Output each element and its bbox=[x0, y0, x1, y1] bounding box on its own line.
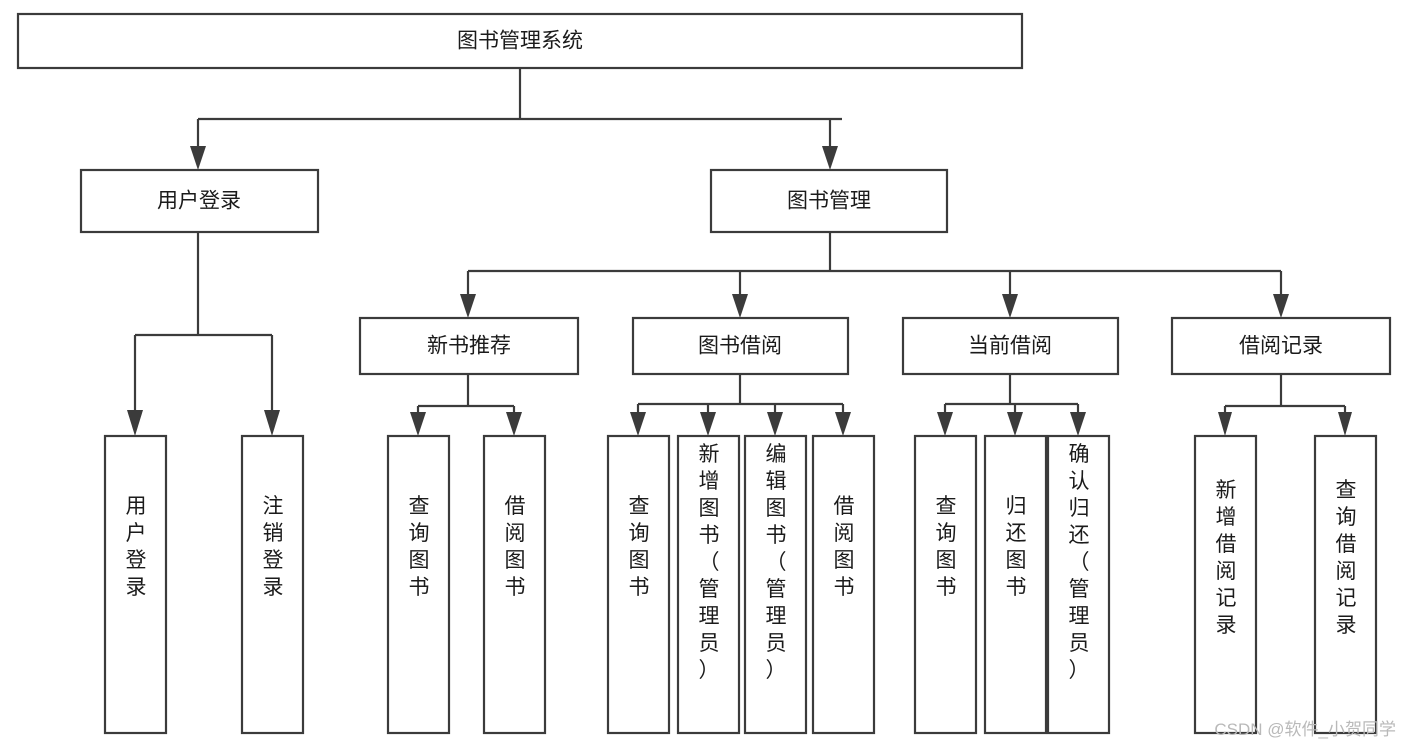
node-new-book-rec-label: 新书推荐 bbox=[427, 335, 511, 358]
connector-group-current-borrow bbox=[937, 374, 1086, 436]
arrow-head-leaf-borrow-book-2 bbox=[835, 412, 851, 436]
node-leaf-query-book-1-box[interactable] bbox=[386, 434, 451, 735]
node-leaf-add-book[interactable]: 新增图书（管理员） bbox=[676, 434, 741, 735]
arrow-head-current-borrow bbox=[1002, 294, 1018, 318]
connector-group-book-manage bbox=[460, 232, 1289, 318]
node-current-borrow-label: 当前借阅 bbox=[968, 335, 1052, 358]
node-leaf-add-book-box[interactable] bbox=[676, 434, 741, 735]
node-leaf-user-logout-box[interactable] bbox=[240, 434, 305, 735]
node-root[interactable]: 图书管理系统 bbox=[16, 12, 1024, 70]
connector-group-book-borrow bbox=[630, 374, 851, 436]
node-leaf-user-login-label: 用户登录 bbox=[126, 495, 147, 599]
node-leaf-edit-book[interactable]: 编辑图书（管理员） bbox=[743, 434, 808, 735]
node-leaf-user-login-box[interactable] bbox=[103, 434, 168, 735]
node-current-borrow[interactable]: 当前借阅 bbox=[901, 316, 1120, 376]
arrow-head-leaf-query-record bbox=[1338, 412, 1352, 436]
node-book-manage-label: 图书管理 bbox=[787, 190, 871, 213]
node-leaf-query-book-3[interactable]: 查询图书 bbox=[913, 434, 978, 735]
node-leaf-confirm-return[interactable]: 确认归还（管理员） bbox=[1046, 434, 1111, 735]
node-book-borrow-box[interactable] bbox=[631, 316, 850, 376]
node-borrow-record-box[interactable] bbox=[1170, 316, 1392, 376]
node-book-borrow-label: 图书借阅 bbox=[698, 335, 782, 358]
arrow-head-new-book-rec bbox=[460, 294, 476, 318]
arrow-head-leaf-add-record bbox=[1218, 412, 1232, 436]
node-leaf-query-book-1[interactable]: 查询图书 bbox=[386, 434, 451, 735]
arrow-head-leaf-edit-book bbox=[767, 412, 783, 436]
node-leaf-add-book-label: 新增图书（管理员） bbox=[699, 443, 720, 682]
node-leaf-query-book-2[interactable]: 查询图书 bbox=[606, 434, 671, 735]
arrow-head-book-manage bbox=[822, 146, 838, 170]
arrow-head-leaf-confirm-return bbox=[1070, 412, 1086, 436]
arrow-head-leaf-user-login bbox=[127, 410, 143, 436]
node-leaf-return-book-box[interactable] bbox=[983, 434, 1048, 735]
node-leaf-query-book-2-box[interactable] bbox=[606, 434, 671, 735]
connector-group-user-login bbox=[127, 232, 280, 436]
node-book-manage-box[interactable] bbox=[709, 168, 949, 234]
node-leaf-confirm-return-box[interactable] bbox=[1046, 434, 1111, 735]
arrow-head-leaf-query-book-3 bbox=[937, 412, 953, 436]
node-leaf-query-book-3-label: 查询图书 bbox=[936, 495, 957, 599]
arrow-head-leaf-user-logout bbox=[264, 410, 280, 436]
connector-group-new-book-rec bbox=[410, 374, 522, 436]
node-leaf-query-book-3-box[interactable] bbox=[913, 434, 978, 735]
node-leaf-borrow-book-2-label: 借阅图书 bbox=[834, 495, 855, 599]
csdn-watermark: CSDN @软件_小贺同学 bbox=[1214, 720, 1396, 739]
node-root-box[interactable] bbox=[16, 12, 1024, 70]
node-leaf-borrow-book-1-box[interactable] bbox=[482, 434, 547, 735]
connector-group-root bbox=[190, 68, 842, 170]
node-leaf-query-record-box[interactable] bbox=[1313, 434, 1378, 735]
node-root-label: 图书管理系统 bbox=[457, 30, 583, 53]
node-user-login-box[interactable] bbox=[79, 168, 320, 234]
arrow-head-book-borrow bbox=[732, 294, 748, 318]
node-leaf-user-logout-label: 注销登录 bbox=[263, 495, 284, 599]
arrow-head-leaf-add-book bbox=[700, 412, 716, 436]
node-leaf-borrow-book-2[interactable]: 借阅图书 bbox=[811, 434, 876, 735]
node-leaf-borrow-book-1[interactable]: 借阅图书 bbox=[482, 434, 547, 735]
node-borrow-record[interactable]: 借阅记录 bbox=[1170, 316, 1392, 376]
node-leaf-borrow-book-2-box[interactable] bbox=[811, 434, 876, 735]
node-leaf-confirm-return-label: 确认归还（管理员） bbox=[1069, 443, 1090, 682]
node-user-login[interactable]: 用户登录 bbox=[79, 168, 320, 234]
node-leaf-query-book-2-label: 查询图书 bbox=[629, 495, 650, 599]
node-leaf-edit-book-box[interactable] bbox=[743, 434, 808, 735]
arrow-head-borrow-record bbox=[1273, 294, 1289, 318]
node-borrow-record-label: 借阅记录 bbox=[1239, 335, 1323, 358]
node-leaf-add-record[interactable]: 新增借阅记录 bbox=[1193, 434, 1258, 735]
node-current-borrow-box[interactable] bbox=[901, 316, 1120, 376]
node-leaf-return-book-label: 归还图书 bbox=[1006, 495, 1027, 599]
node-leaf-add-record-box[interactable] bbox=[1193, 434, 1258, 735]
arrow-head-leaf-query-book-2 bbox=[630, 412, 646, 436]
node-book-borrow[interactable]: 图书借阅 bbox=[631, 316, 850, 376]
arrow-head-leaf-return-book bbox=[1007, 412, 1023, 436]
arrow-head-leaf-borrow-book-1 bbox=[506, 412, 522, 436]
node-leaf-add-record-label: 新增借阅记录 bbox=[1216, 479, 1237, 637]
node-user-login-label: 用户登录 bbox=[157, 190, 241, 213]
node-leaf-borrow-book-1-label: 借阅图书 bbox=[505, 495, 526, 599]
node-leaf-query-book-1-label: 查询图书 bbox=[409, 495, 430, 599]
node-new-book-rec[interactable]: 新书推荐 bbox=[358, 316, 580, 376]
arrow-head-user-login bbox=[190, 146, 206, 170]
node-leaf-query-record-label: 查询借阅记录 bbox=[1336, 479, 1357, 637]
arrow-head-leaf-query-book-1 bbox=[410, 412, 426, 436]
node-leaf-edit-book-label: 编辑图书（管理员） bbox=[766, 443, 787, 682]
node-leaf-user-logout[interactable]: 注销登录 bbox=[240, 434, 305, 735]
node-leaf-user-login[interactable]: 用户登录 bbox=[103, 434, 168, 735]
node-leaf-return-book[interactable]: 归还图书 bbox=[983, 434, 1048, 735]
node-leaf-query-record[interactable]: 查询借阅记录 bbox=[1313, 434, 1378, 735]
node-new-book-rec-box[interactable] bbox=[358, 316, 580, 376]
connector-group-borrow-record bbox=[1218, 374, 1352, 436]
node-book-manage[interactable]: 图书管理 bbox=[709, 168, 949, 234]
